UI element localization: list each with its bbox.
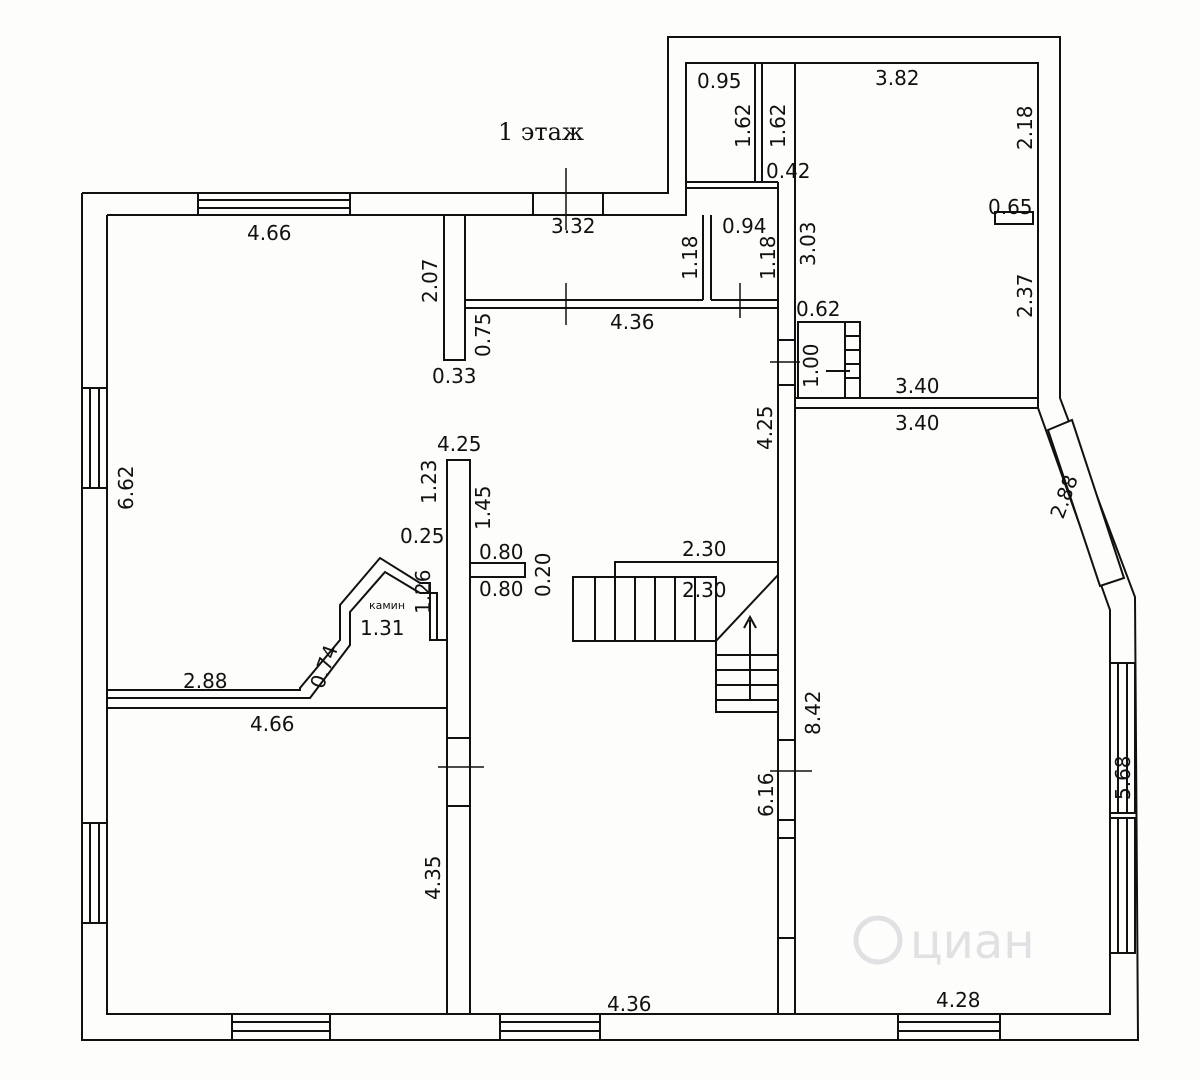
dim-right-wall: 5.68: [1111, 755, 1135, 800]
dim-bath-h: 1.18: [756, 235, 780, 280]
dimension-labels-vertical: 2.07 0.75 1.18 1.18 1.62 1.62 2.18 2.37 …: [114, 103, 1135, 900]
walls: [81, 36, 1140, 1041]
window-hall-right-2: [777, 837, 796, 939]
niche: [469, 562, 526, 578]
fireplace-wall: [107, 556, 447, 691]
window-right-upper: [1109, 662, 1136, 814]
stair-up-arrow-head: [743, 614, 757, 629]
dim-bath-w: 0.94: [722, 214, 767, 238]
dim-ne-room-h-top: 2.18: [1013, 105, 1037, 150]
window-top-left: [197, 192, 351, 216]
ne-stair: [797, 321, 861, 399]
dim-right-bottom: 4.28: [936, 988, 981, 1012]
window-bottom-right: [897, 1013, 1001, 1041]
main-stair: [572, 576, 717, 642]
exterior-wall-outer: [81, 36, 1140, 1041]
dim-fireplace-h: 1.26: [411, 569, 435, 614]
window-bottom-mid: [499, 1013, 601, 1041]
watermark-text: циан: [910, 914, 1035, 970]
dim-stair-top: 2.30: [682, 537, 727, 561]
watermark: циан: [853, 914, 1035, 970]
dim-hall-right-bottom: 6.16: [754, 772, 778, 817]
dim-pillar-gap: 0.75: [471, 312, 495, 357]
window-right-diagonal: [1046, 418, 1126, 588]
dim-living-bottom: 2.88: [183, 669, 228, 693]
dim-partition-b: 1.45: [471, 485, 495, 530]
living-inner-wall: [107, 570, 438, 699]
dim-hall-bottom: 4.36: [607, 992, 652, 1016]
dim-small-room-h1: 1.62: [731, 103, 755, 148]
dim-hall-left-h: 4.25: [753, 405, 777, 450]
window-right-lower: [1109, 817, 1136, 954]
dim-fireplace-top: 0.25: [400, 524, 445, 548]
window-bottom-left: [231, 1013, 331, 1041]
dim-living-left-h: 6.62: [114, 465, 138, 510]
dimension-labels: 4.66 3.32 0.94 4.36 0.33 0.95 3.82 0.42 …: [183, 66, 1033, 1016]
dim-small-room-w: 0.95: [697, 69, 742, 93]
dim-ne-room-w: 3.82: [875, 66, 920, 90]
floor-title: 1 этаж: [498, 118, 584, 146]
dim-partition-top: 4.25: [437, 432, 482, 456]
dim-pillar-w: 0.33: [432, 364, 477, 388]
window-left-upper: [81, 387, 108, 489]
dim-small-room-gap: 0.42: [766, 159, 811, 183]
window-left-lower: [81, 822, 108, 924]
stair-landing: [614, 561, 779, 713]
door-bedroom: [446, 737, 471, 807]
dim-ne-room-left-h: 3.03: [796, 221, 820, 266]
dim-pillar-h: 2.07: [418, 258, 442, 303]
window-hall-right: [777, 739, 796, 821]
ne-room-niche: [994, 211, 1034, 225]
dim-stair-inner: 2.30: [682, 578, 727, 602]
dim-stair-h: 1.00: [799, 343, 823, 388]
dim-corridor-h1: 1.18: [678, 235, 702, 280]
dim-niche-d: 0.20: [531, 552, 555, 597]
dim-niche-w-top: 0.80: [479, 540, 524, 564]
dim-fireplace-w: 1.31: [360, 616, 405, 640]
dim-right-room-top: 3.40: [895, 411, 940, 435]
window-top-mid: [532, 192, 604, 216]
door-markers: [438, 168, 812, 772]
dim-top-wall-left: 4.66: [247, 221, 292, 245]
watermark-logo-icon: [853, 915, 903, 965]
dim-hall-right-full: 8.42: [801, 690, 825, 735]
dim-corridor-top: 3.32: [551, 214, 596, 238]
pillar: [443, 214, 466, 361]
dim-ne-room-bottom: 3.40: [895, 374, 940, 398]
dim-stair-step-w: 0.62: [796, 297, 841, 321]
dim-bedroom-top: 4.66: [250, 712, 295, 736]
dim-ne-room-h-bottom: 2.37: [1013, 273, 1037, 318]
dim-ne-room-mark: 0.65: [988, 195, 1033, 219]
fireplace-label: камин: [369, 599, 405, 612]
dim-bedroom-h: 4.35: [421, 855, 445, 900]
dim-small-room-h2: 1.62: [766, 103, 790, 148]
dim-corridor-bottom: 4.36: [610, 310, 655, 334]
dim-niche-w-bottom: 0.80: [479, 577, 524, 601]
dim-partition-a: 1.23: [417, 459, 441, 504]
